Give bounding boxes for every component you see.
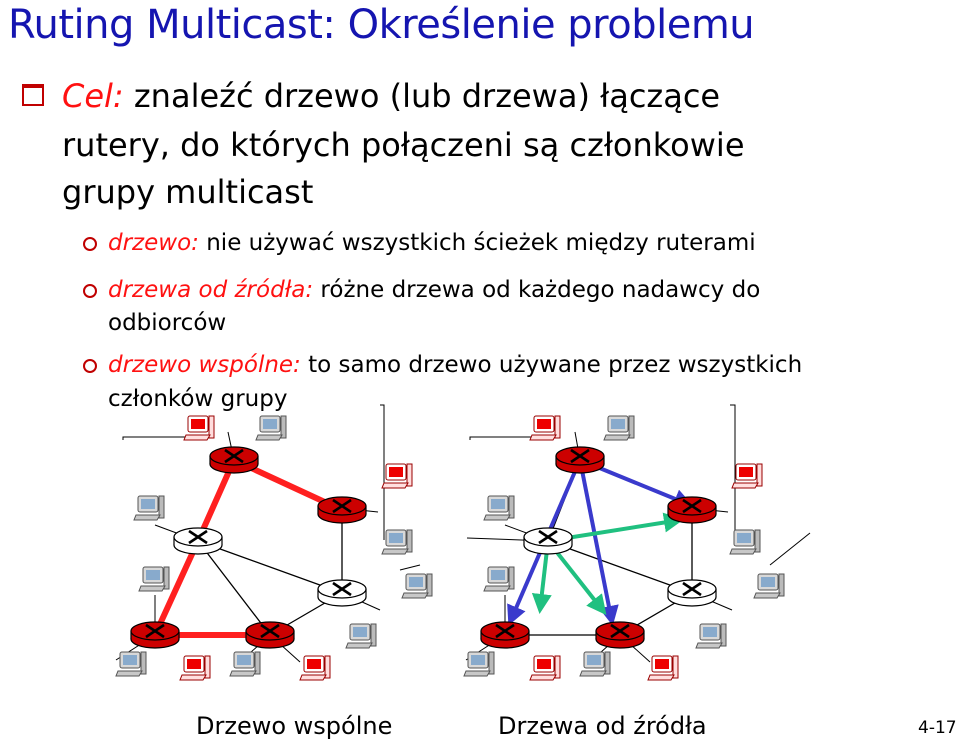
router-icon: [244, 620, 296, 650]
caption-source-trees: Drzewa od źródła: [498, 712, 707, 740]
computer-icon: [753, 573, 785, 599]
bullet-tree-term: drzewo:: [108, 230, 199, 256]
computer-icon: [603, 415, 635, 441]
computer-icon: [133, 495, 165, 521]
shared-tree-diagram: [115, 404, 433, 681]
group-member-computer-icon: [731, 463, 763, 489]
computer-icon: [255, 415, 287, 441]
goal-label: Cel:: [62, 77, 124, 115]
source-tree-blue-3: [578, 459, 619, 626]
bullet-shared-text: to samo drzewo używane przez wszystkich: [300, 352, 803, 378]
computer-icon: [401, 573, 433, 599]
computer-icon: [483, 566, 515, 592]
router-icon: [208, 445, 260, 475]
box-bullet-icon: [22, 84, 44, 106]
computer-icon: [579, 651, 611, 677]
router-icon: [594, 620, 646, 650]
goal-line-1: Cel: znaleźć drzewo (lub drzewa) łączące: [62, 75, 720, 117]
bullet-source-text: różne drzewa od każdego nadawcy do: [313, 277, 761, 303]
bullet-shared-tree: drzewo wspólne: to samo drzewo używane p…: [108, 350, 802, 380]
router-icon: [522, 526, 574, 556]
shared-tree-path: [152, 457, 345, 638]
router-icon: [666, 495, 718, 525]
computer-icon: [115, 651, 147, 677]
bullet-shared-term: drzewo wspólne:: [108, 352, 301, 378]
router-icon: [129, 620, 181, 650]
circle-bullet-icon: [83, 237, 97, 251]
link-b: [197, 540, 271, 636]
computer-icon: [483, 495, 515, 521]
group-member-computer-icon: [529, 655, 561, 681]
group-member-computer-icon: [381, 463, 413, 489]
group-member-computer-icon: [183, 415, 215, 441]
source-trees-diagram: [463, 404, 811, 681]
bullet-source-trees: drzewa od źródła: różne drzewa od każdeg…: [108, 275, 760, 305]
bullet-source-text-2: odbiorców: [108, 310, 227, 336]
router-icon: [554, 445, 606, 475]
router-icon: [666, 578, 718, 608]
goal-text-2: rutery, do których połączeni są członkow…: [62, 126, 745, 164]
caption-shared-tree: Drzewo wspólne: [196, 712, 393, 740]
computer-icon: [381, 529, 413, 555]
group-member-computer-icon: [299, 655, 331, 681]
circle-bullet-icon: [83, 359, 97, 373]
computer-icon: [138, 566, 170, 592]
computer-icon: [729, 529, 761, 555]
page-number: 4-17: [918, 718, 957, 738]
router-icon: [316, 578, 368, 608]
goal-text-3: grupy multicast: [62, 173, 314, 211]
page-title: Ruting Multicast: Określenie problemu: [8, 2, 755, 48]
bullet-shared-text-2: członków grupy: [108, 386, 288, 412]
bullet-source-term: drzewa od źródła:: [108, 277, 314, 303]
bullet-tree: drzewo: nie używać wszystkich ścieżek mi…: [108, 228, 756, 258]
computer-icon: [463, 651, 495, 677]
circle-bullet-icon: [83, 284, 97, 298]
computer-icon: [345, 623, 377, 649]
group-member-computer-icon: [647, 655, 679, 681]
goal-text-1: znaleźć drzewo (lub drzewa) łączące: [123, 77, 721, 115]
group-member-computer-icon: [179, 655, 211, 681]
bullet-tree-text: nie używać wszystkich ścieżek między rut…: [198, 230, 756, 256]
computer-icon: [229, 651, 261, 677]
router-icon: [172, 526, 224, 556]
computer-icon: [695, 623, 727, 649]
router-icon: [479, 620, 531, 650]
link-a: [197, 540, 343, 594]
group-member-computer-icon: [529, 415, 561, 441]
router-icon: [316, 495, 368, 525]
